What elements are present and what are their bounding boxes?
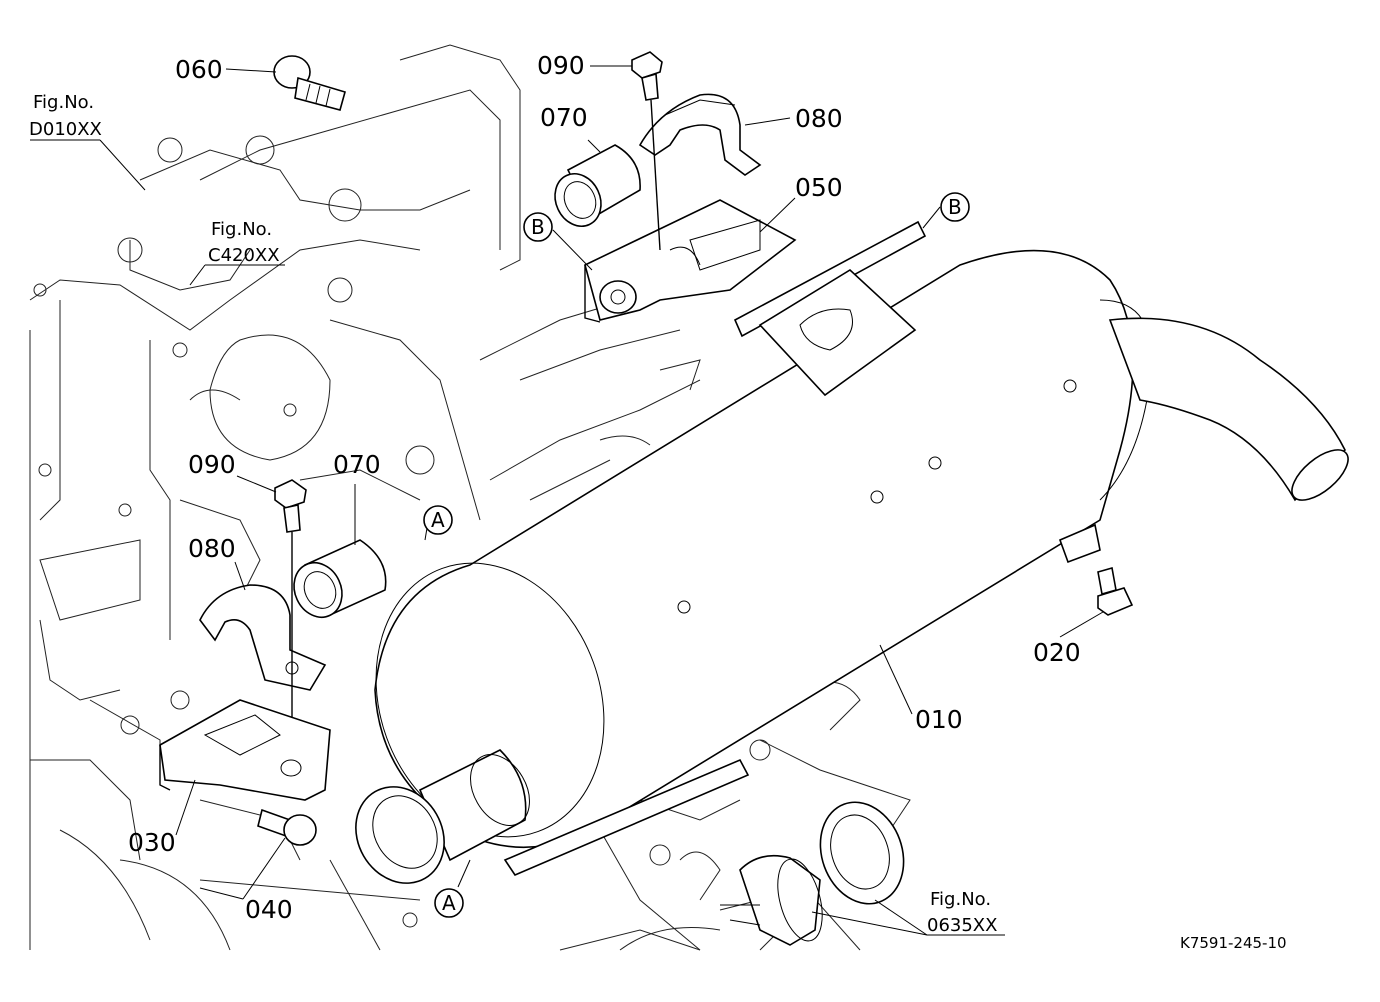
fig-ref-c420-line1: Fig.No.: [211, 219, 272, 240]
fig-ref-c420-line2: C420XX: [208, 245, 280, 266]
connector-a-bottom: A: [434, 888, 464, 918]
svg-text:A: A: [431, 508, 445, 532]
fig-ref-d010-line1: Fig.No.: [33, 92, 94, 113]
bracket-050: [584, 199, 797, 323]
connector-b-left: B: [523, 212, 553, 242]
part-label-040: 040: [245, 895, 293, 924]
fig-ref-0635-line1: Fig.No.: [930, 889, 991, 910]
bush-070-mid: [293, 539, 387, 618]
connector-b-right: B: [940, 192, 970, 222]
bolt-040: [257, 808, 317, 846]
bolt-060: [273, 55, 346, 111]
bracket-030: [159, 699, 331, 801]
part-label-060: 060: [175, 55, 223, 84]
muffler-top-bracket: [733, 220, 927, 397]
part-label-090-mid: 090: [188, 450, 236, 479]
fig-ref-d010-line2: D010XX: [29, 119, 102, 140]
bolt-020: [1097, 566, 1134, 616]
fig-ref-0635-line2: 0635XX: [927, 915, 997, 936]
svg-text:B: B: [948, 195, 962, 219]
part-label-090-top: 090: [537, 51, 585, 80]
clamp-080-top: [638, 93, 762, 176]
inlet-elbow: [720, 854, 823, 946]
part-labels: 060 090 070 080 050 090 070 080 030 040 …: [128, 51, 1081, 924]
part-label-080-mid: 080: [188, 534, 236, 563]
bolt-090-top: [631, 51, 663, 251]
bush-070-top: [554, 144, 641, 227]
drawing-code: K7591-245-10: [1180, 934, 1287, 952]
svg-text:A: A: [442, 891, 456, 915]
part-label-020: 020: [1033, 638, 1081, 667]
svg-text:B: B: [531, 215, 545, 239]
part-label-010: 010: [915, 705, 963, 734]
part-label-030: 030: [128, 828, 176, 857]
connector-a-top: A: [423, 505, 453, 535]
part-label-070-mid: 070: [333, 450, 381, 479]
muffler-010: [355, 249, 1349, 884]
leader-lines: [30, 65, 1104, 936]
connector-markers: B B A A: [423, 192, 970, 918]
part-label-080-top: 080: [795, 104, 843, 133]
part-label-050: 050: [795, 173, 843, 202]
part-label-070-top: 070: [540, 103, 588, 132]
gasket-ring: [819, 801, 905, 905]
figure-references: Fig.No. D010XX Fig.No. C420XX Fig.No. 06…: [29, 92, 997, 936]
